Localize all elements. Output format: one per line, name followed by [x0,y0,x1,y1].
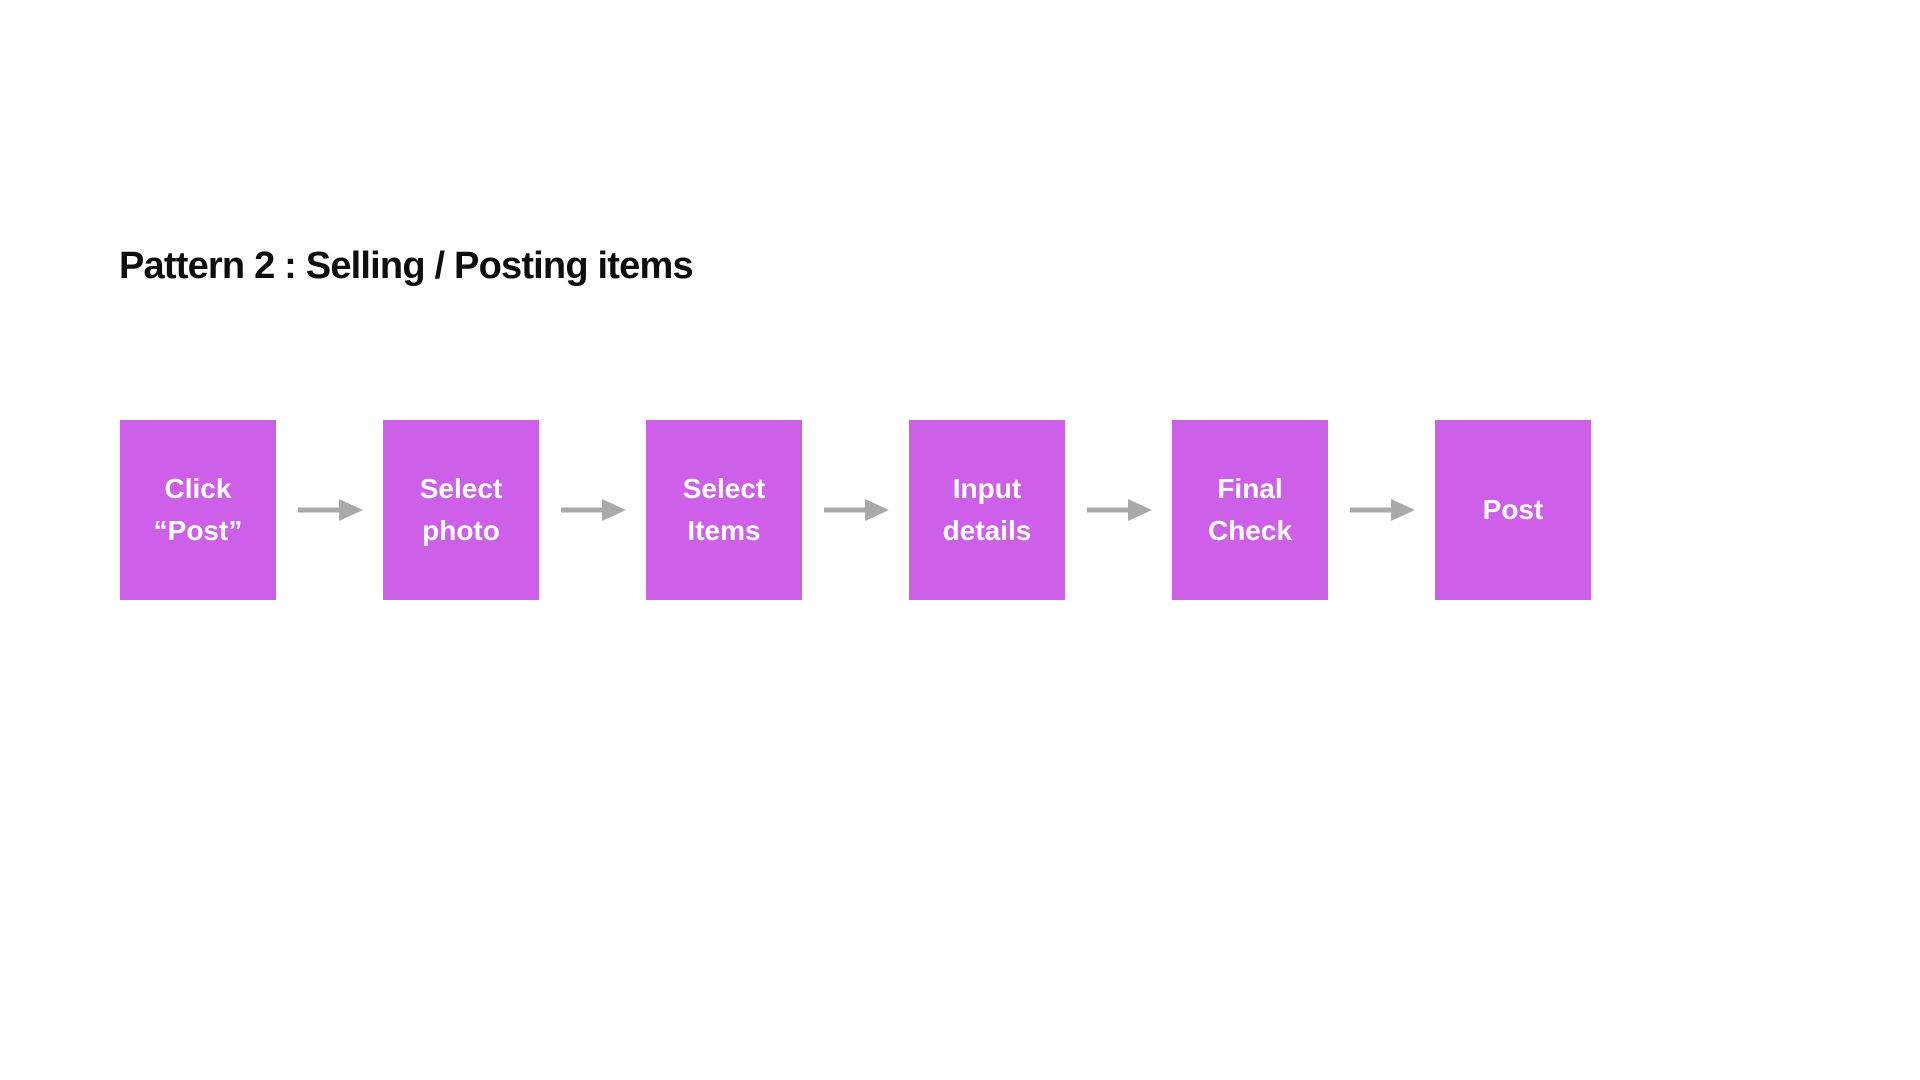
flow-step-select-items: Select Items [646,420,802,600]
arrow-right-icon [1086,499,1152,521]
flow-connector [276,497,383,523]
flow-step-label: Select Items [682,473,766,546]
flow-step-label: Click “Post” [153,473,243,546]
arrow-right-icon [1349,499,1415,521]
flow-step-label: Select photo [419,473,503,546]
arrow-right-icon [297,499,363,521]
flow-connector [802,497,909,523]
flow-connector [1328,497,1435,523]
flow-step-final-check: Final Check [1172,420,1328,600]
flow-connector [539,497,646,523]
arrow-right-icon [823,499,889,521]
flow-step-select-photo: Select photo [383,420,539,600]
page-title: Pattern 2 : Selling / Posting items [119,245,694,287]
arrow-right-icon [560,499,626,521]
flow-step-label: Input details [942,473,1032,546]
flow-connector [1065,497,1172,523]
flowchart: Click “Post” Select photo Select Items [120,420,1591,600]
flow-step-label: Final Check [1207,473,1293,546]
flow-step-post: Post [1435,420,1591,600]
flow-step-label: Post [1482,494,1544,525]
flow-step-click-post: Click “Post” [120,420,276,600]
flow-step-input-details: Input details [909,420,1065,600]
